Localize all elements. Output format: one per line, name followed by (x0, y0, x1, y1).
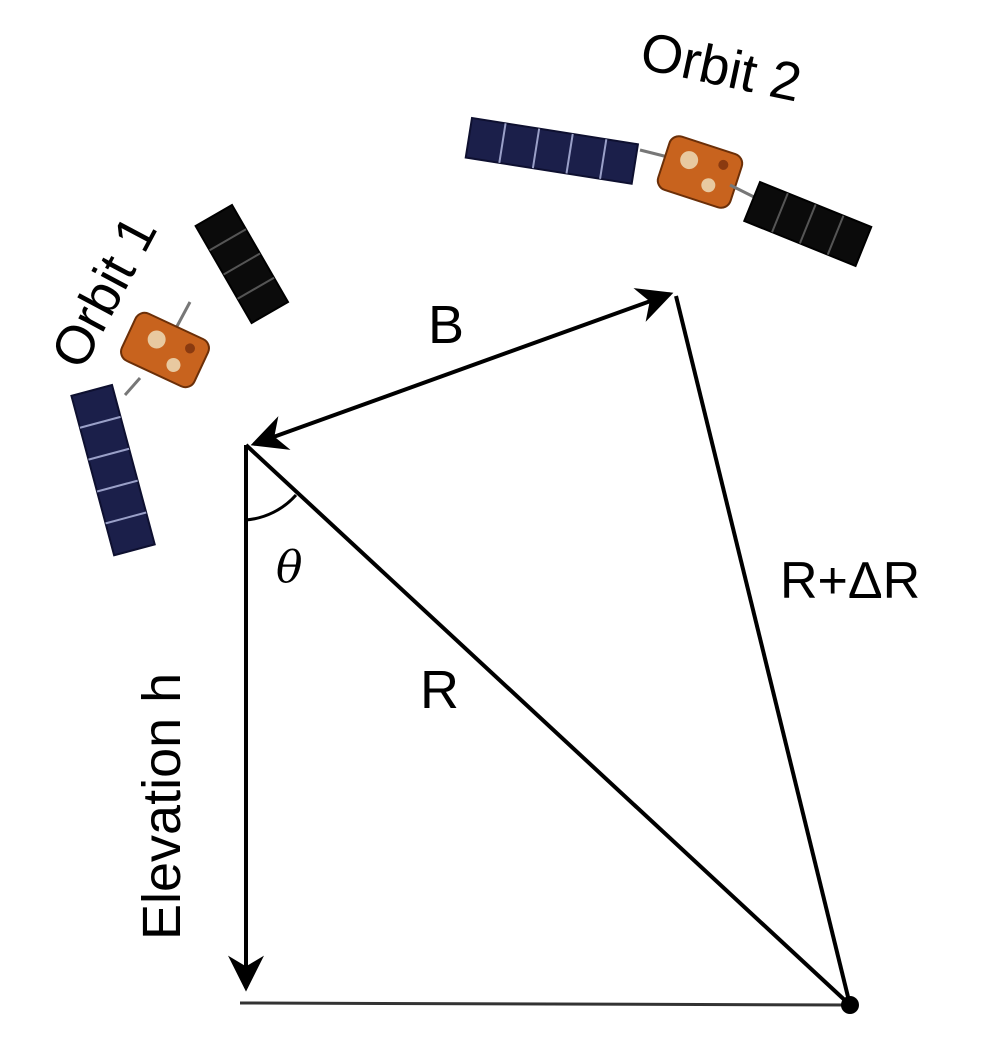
look-angle-arc (245, 493, 298, 522)
range-r-line (244, 443, 852, 1007)
range-r-delta-line (674, 295, 852, 1006)
ground-line (239, 1001, 851, 1007)
baseline-label: B (428, 295, 464, 355)
range-r-delta-label: R+ΔR (780, 552, 920, 610)
satellite-orbit-1-icon (70, 203, 290, 557)
theta-label: θ (276, 542, 303, 593)
elevation-label: Elevation h (132, 673, 192, 940)
range-r-label: R (420, 660, 459, 720)
target-point (841, 996, 859, 1014)
baseline-arrow (250, 288, 674, 450)
orbit-2-label: Orbit 2 (636, 21, 807, 113)
satellite-orbit-2-icon (464, 116, 873, 268)
